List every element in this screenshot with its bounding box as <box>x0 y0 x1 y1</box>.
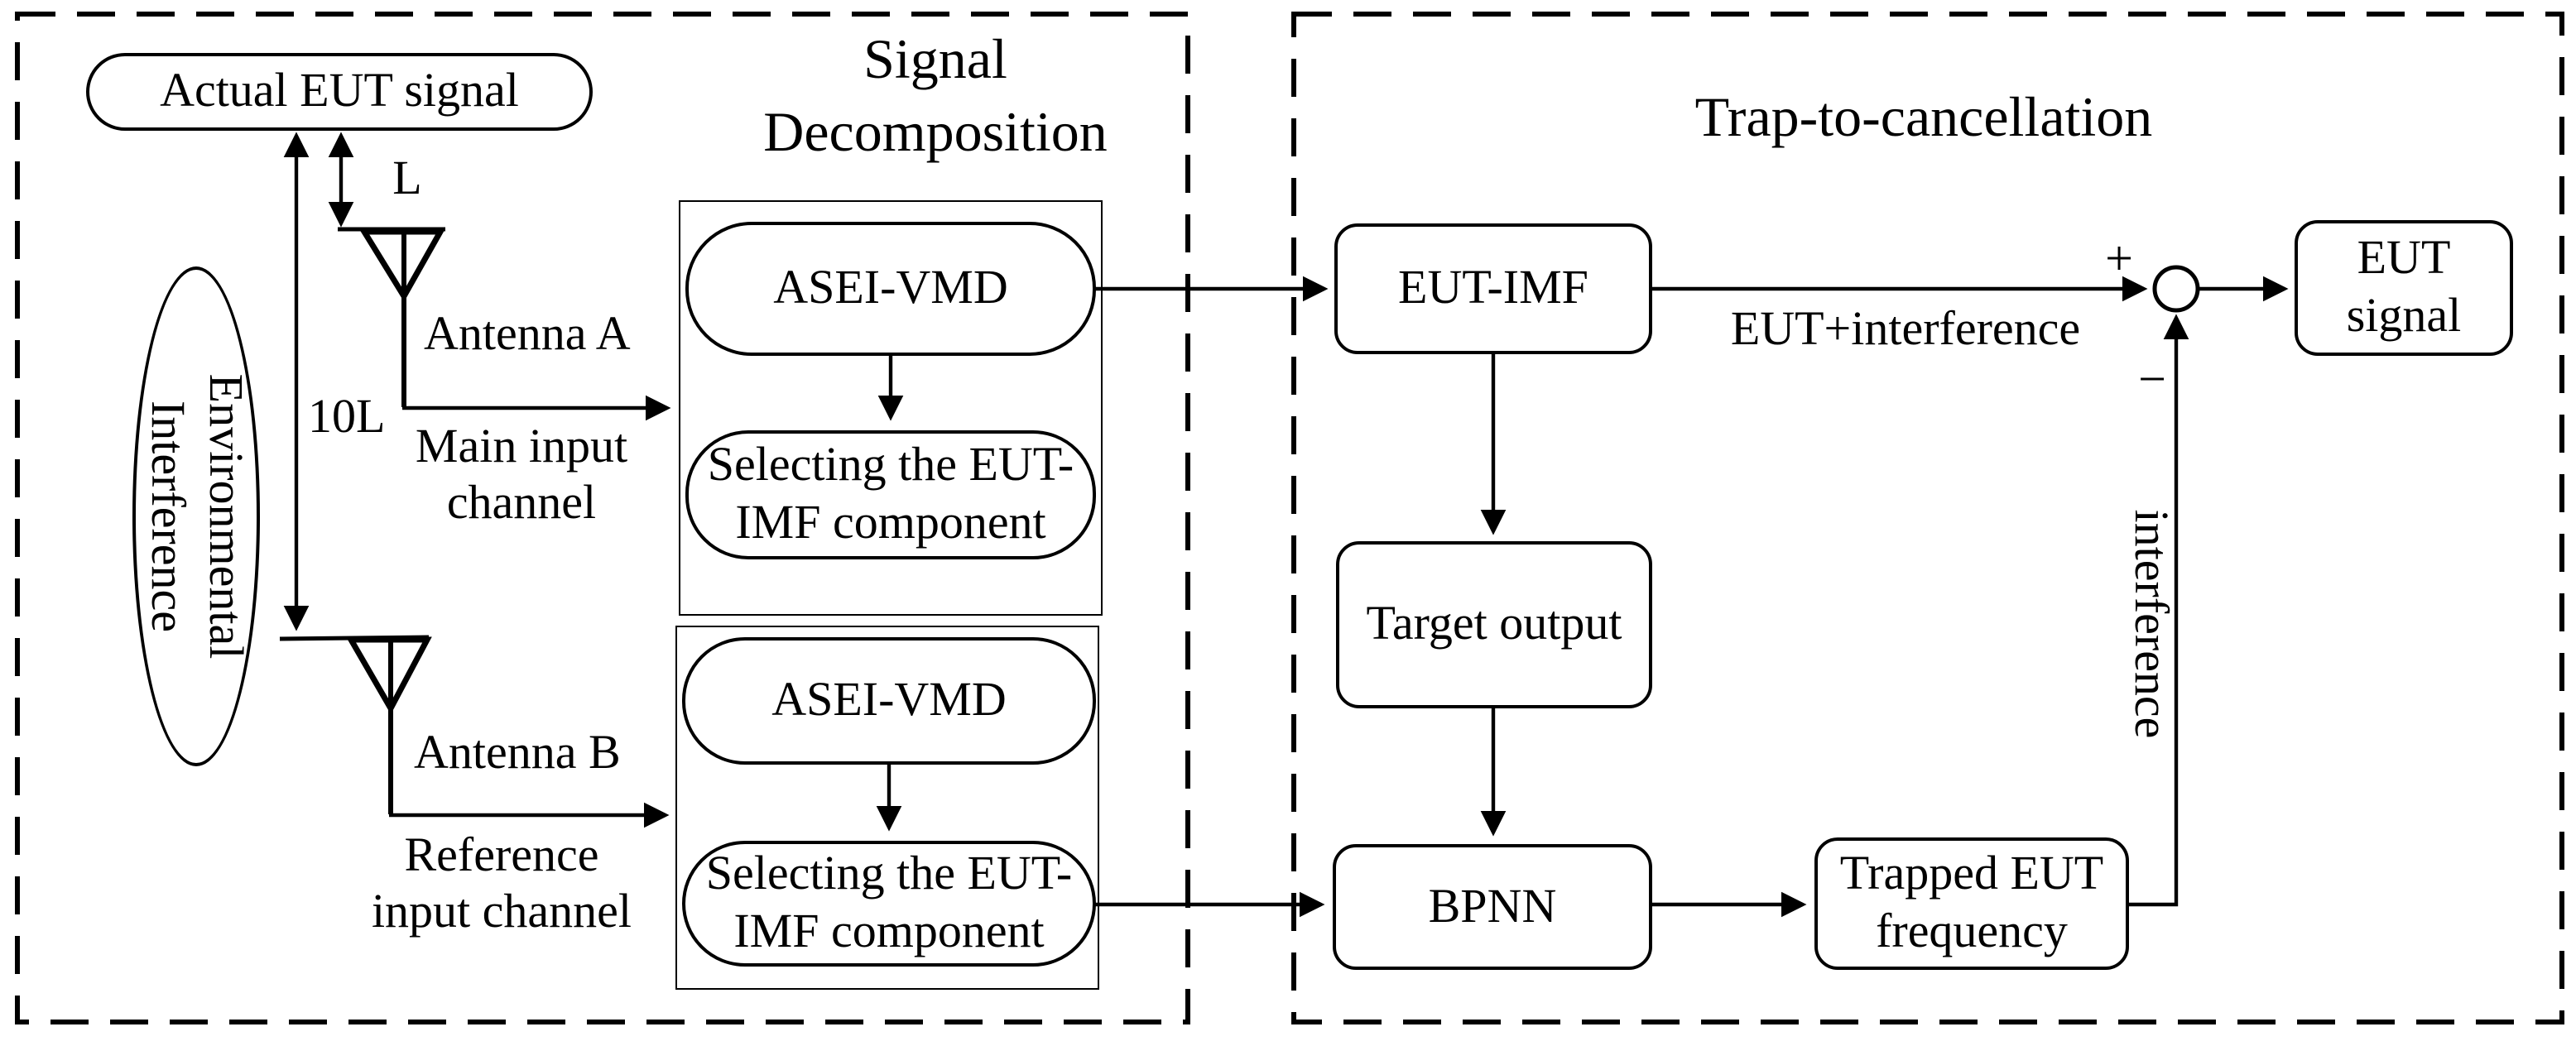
trap-to-cancellation-dashed-frame <box>1291 12 2564 1024</box>
distance-l-label: L <box>392 152 422 205</box>
environmental-interference-node <box>132 266 260 766</box>
main-channel-group-frame <box>679 200 1103 616</box>
sum-minus-sign: − <box>2138 353 2166 407</box>
reference-channel-group-frame <box>675 626 1099 990</box>
signal-decomposition-title: Signal Decomposition <box>763 30 1108 164</box>
reference-input-channel-label: Reference input channel <box>371 829 632 938</box>
distance-10l-label: 10L <box>308 391 386 444</box>
eut-plus-interference-label: EUT+interference <box>1730 303 2081 356</box>
actual-eut-signal-node: Actual EUT signal <box>86 53 593 131</box>
asei-vmd-reference-node: ASEI-VMD <box>682 637 1096 765</box>
target-output-node: Target output <box>1336 541 1652 708</box>
asei-vmd-main-node: ASEI-VMD <box>685 222 1096 356</box>
trapped-eut-frequency-node: Trapped EUT frequency <box>1814 837 2129 970</box>
environmental-interference-label: Environmental Interference <box>141 373 252 660</box>
trap-to-cancellation-title: Trap-to-cancellation <box>1694 88 2153 149</box>
sum-plus-sign: + <box>2105 232 2133 286</box>
interference-feedback-arrow <box>2129 314 2189 907</box>
main-input-channel-label: Main input channel <box>415 420 628 530</box>
selecting-eut-imf-reference-node: Selecting the EUT- IMF component <box>682 841 1096 967</box>
antenna-a-label: Antenna A <box>424 308 631 361</box>
eut-imf-node: EUT-IMF <box>1334 223 1652 354</box>
antenna-b-label: Antenna B <box>414 727 621 780</box>
eut-signal-node: EUT signal <box>2295 220 2513 356</box>
bpnn-node: BPNN <box>1333 844 1652 970</box>
selecting-eut-imf-main-node: Selecting the EUT- IMF component <box>685 430 1096 559</box>
summing-junction-icon <box>2152 265 2200 313</box>
interference-feedback-label: interference <box>2124 509 2177 739</box>
signal-decomposition-dashed-frame <box>15 12 1190 1024</box>
